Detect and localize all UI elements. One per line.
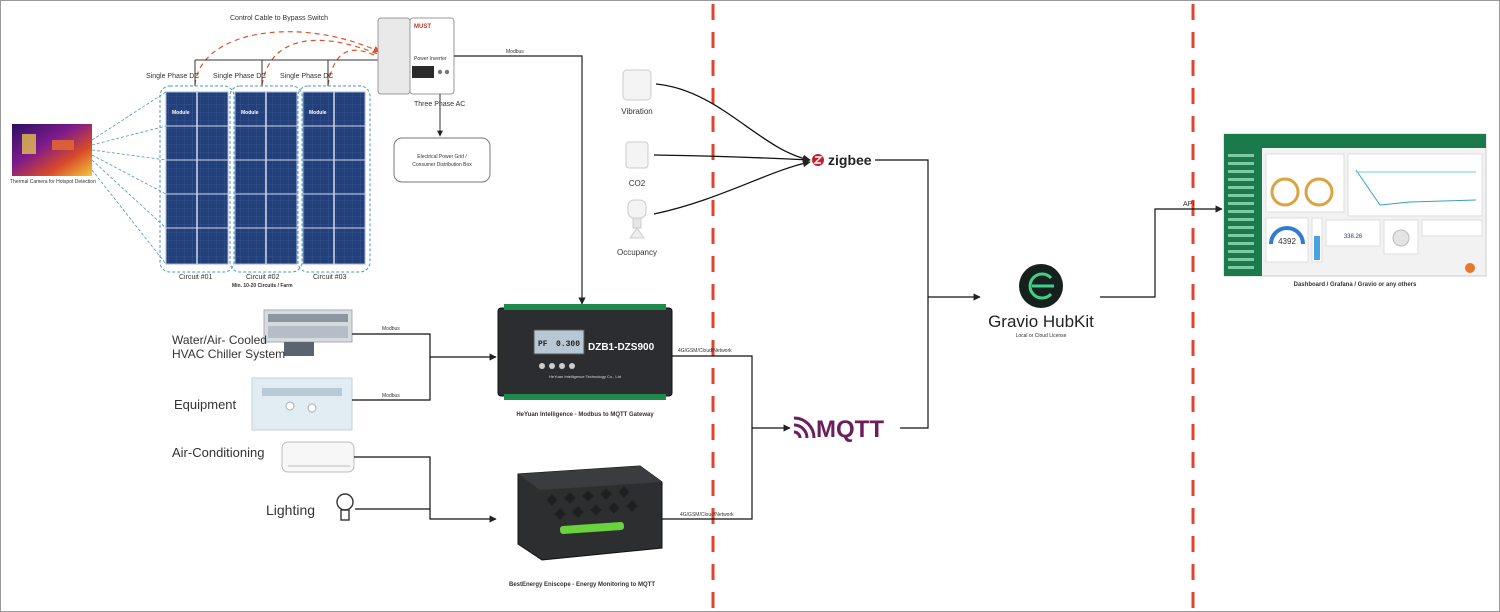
- co2-link: [653, 154, 811, 164]
- three-phase-label: Three Phase AC: [414, 101, 465, 108]
- gateway-model: DZB1-DZS900: [588, 342, 655, 353]
- eniscope-to-mqtt-line: [662, 428, 753, 520]
- module-label: Module: [172, 110, 190, 116]
- lighting-label: Lighting: [266, 502, 315, 518]
- gateway-to-mqtt-line: [672, 355, 791, 432]
- gateway-screen-a: PF: [538, 340, 548, 349]
- sensor-label: Occupancy: [617, 248, 657, 257]
- phase-label: Single Phase DC: [146, 73, 199, 80]
- occupancy-link: [653, 159, 811, 215]
- dashboard-gauge-value: 4392: [1278, 237, 1296, 246]
- grid-box: [393, 137, 491, 183]
- sensor-label: Vibration: [621, 107, 652, 116]
- ac-line: [354, 456, 497, 523]
- phase-label: Single Phase DC: [213, 73, 266, 80]
- phase-label: Single Phase DC: [280, 73, 333, 80]
- vibration-sensor: [622, 69, 652, 101]
- equipment-label: Equipment: [174, 397, 237, 412]
- dashboard-caption: Dashboard / Grafana / Gravio or any othe…: [1294, 282, 1417, 288]
- eniscope-network-label: 4G/GSM/Cloud/Network: [680, 512, 734, 518]
- solar-panel-circuit-02: Module: [234, 91, 298, 265]
- grid-box-line2: Consumer Distribution Box: [412, 162, 472, 168]
- gateway-caption: HeYuan Intelligence - Modbus to MQTT Gat…: [516, 412, 654, 418]
- modbus-hvac-label: Modbus: [382, 326, 400, 332]
- solar-panel-circuit-01: Module: [165, 91, 229, 265]
- gateway-maker: HeYuan Intelligence Technology Co., Ltd: [549, 374, 621, 379]
- inverter-modbus-line: [454, 55, 586, 305]
- equipment-image: [251, 377, 353, 431]
- circuit-group: [159, 85, 235, 273]
- vibration-link: [655, 83, 811, 163]
- hub-to-dashboard-line: [1100, 205, 1223, 298]
- mqtt-to-hub-line: [900, 297, 929, 429]
- thermal-camera-image: [12, 124, 92, 176]
- circuit-label: Circuit #01: [179, 274, 213, 281]
- module-label: Module: [309, 110, 327, 116]
- hub-title: Gravio HubKit: [988, 312, 1094, 331]
- zigbee-logo: [812, 154, 824, 166]
- thermal-caption: Thermal Camera for Hotspot Detection: [10, 179, 96, 185]
- min-circuits-label: Min. 10-20 Circuits / Farm: [232, 283, 293, 289]
- zigbee-label: zigbee: [828, 152, 872, 168]
- modbus-gateway-device: [497, 304, 673, 400]
- zigbee-to-hub-line: [875, 159, 981, 301]
- module-label: Module: [241, 110, 259, 116]
- dashboard-screenshot: [1223, 133, 1487, 277]
- eniscope-caption: BestEnergy Eniscope - Energy Monitoring …: [509, 582, 655, 588]
- hvac-label-line1: Water/Air- Cooled: [172, 333, 267, 347]
- circuit-group: [297, 85, 371, 273]
- dashboard-card-value: 338.26: [1344, 234, 1363, 240]
- sensor-label: CO2: [629, 179, 646, 188]
- co2-sensor: [625, 141, 649, 169]
- control-cable-label: Control Cable to Bypass Switch: [230, 15, 328, 22]
- hub-subtitle: Local or Cloud License: [1016, 333, 1067, 339]
- lighting-icon: [336, 493, 354, 521]
- api-label: API: [1183, 201, 1194, 208]
- grid-box-line1: Electrical Power Grid /: [417, 154, 467, 160]
- mqtt-logo-icon: [793, 416, 816, 439]
- inverter-label: Power Inverter: [414, 56, 447, 62]
- circuit-label: Circuit #03: [313, 274, 347, 281]
- mqtt-label: MQTT: [816, 416, 884, 443]
- air-conditioner-image: [281, 441, 355, 473]
- eniscope-device: [517, 465, 663, 561]
- modbus-top-label: Modbus: [506, 49, 524, 55]
- gateway-network-label: 4G/GSM/Cloud/Network: [678, 348, 732, 354]
- occupancy-sensor: [627, 199, 647, 239]
- control-cable-curve: [194, 31, 381, 86]
- equipment-modbus-line: [352, 357, 431, 401]
- control-cable-curve: [261, 39, 381, 86]
- hvac-modbus-line: [352, 333, 497, 361]
- solar-panel-circuit-03: Module: [302, 91, 366, 265]
- gateway-screen-b: 0.300: [556, 340, 580, 349]
- circuit-group: [229, 85, 303, 273]
- hvac-label-line2: HVAC Chiller System: [172, 347, 285, 361]
- ac-label: Air-Conditioning: [172, 445, 265, 460]
- control-cable-curve: [327, 49, 381, 86]
- power-inverter: [377, 17, 455, 95]
- modbus-equipment-label: Modbus: [382, 393, 400, 399]
- thermal-view-lines: [91, 91, 167, 265]
- gravio-logo-icon: [1019, 264, 1063, 308]
- inverter-brand: MUST: [414, 24, 431, 30]
- hvac-chiller-image: [263, 309, 353, 356]
- circuit-label: Circuit #02: [246, 274, 280, 281]
